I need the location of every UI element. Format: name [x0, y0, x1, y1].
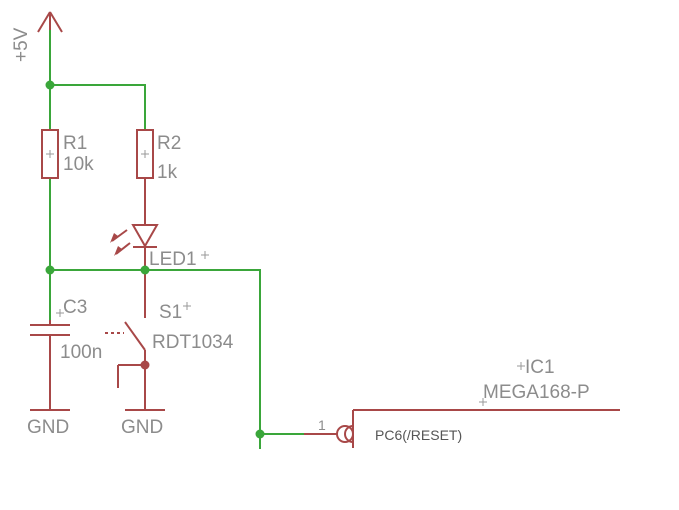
resistor-r2: R2 1k [136, 129, 181, 183]
led-emission-arrow-icon [111, 229, 128, 242]
supply-label: +5V [11, 27, 32, 62]
junction-dot [45, 80, 55, 90]
resistor-r1: R1 10k [41, 129, 94, 179]
r2-value: 1k [157, 162, 178, 183]
led-triangle [131, 224, 159, 249]
ground-symbol-1: GND [27, 409, 70, 438]
s1-value: RDT1034 [152, 332, 234, 353]
ic-pin-number: 1 [318, 417, 326, 433]
c3-value: 100n [60, 342, 102, 363]
ground-symbol-2: GND [121, 409, 165, 438]
supply-arrow-left [37, 11, 51, 33]
led-led1: LED1 [110, 178, 209, 270]
r2-name: R2 [157, 133, 181, 154]
ic-pin-inversion-bubble [344, 425, 354, 443]
capacitor-c3: C3 100n [30, 297, 102, 410]
ic-name: IC1 [525, 357, 555, 378]
ic-pin-name: PC6(/RESET) [375, 427, 462, 443]
s1-lever [124, 321, 146, 351]
junction-dot [140, 265, 150, 275]
supply-arrow-right [49, 11, 63, 33]
s1-pin-dot [140, 360, 150, 370]
junctions [45, 80, 265, 439]
supply-symbol: +5V [11, 11, 63, 62]
ic-value: MEGA168-P [483, 382, 590, 403]
led-name: LED1 [149, 249, 197, 270]
r1-value: 10k [63, 154, 94, 175]
r1-body [41, 129, 59, 179]
r1-name: R1 [63, 133, 87, 154]
c3-name: C3 [63, 297, 87, 318]
junction-dot [255, 429, 265, 439]
switch-s1: S1 RDT1034 [105, 270, 234, 410]
wires [49, 29, 337, 449]
s1-name: S1 [159, 302, 182, 323]
ground-label: GND [27, 417, 69, 438]
junction-dot [45, 265, 55, 275]
ground-label: GND [121, 417, 163, 438]
ic-ic1: 1 PC6(/RESET) IC1 MEGA168-P [304, 357, 620, 448]
